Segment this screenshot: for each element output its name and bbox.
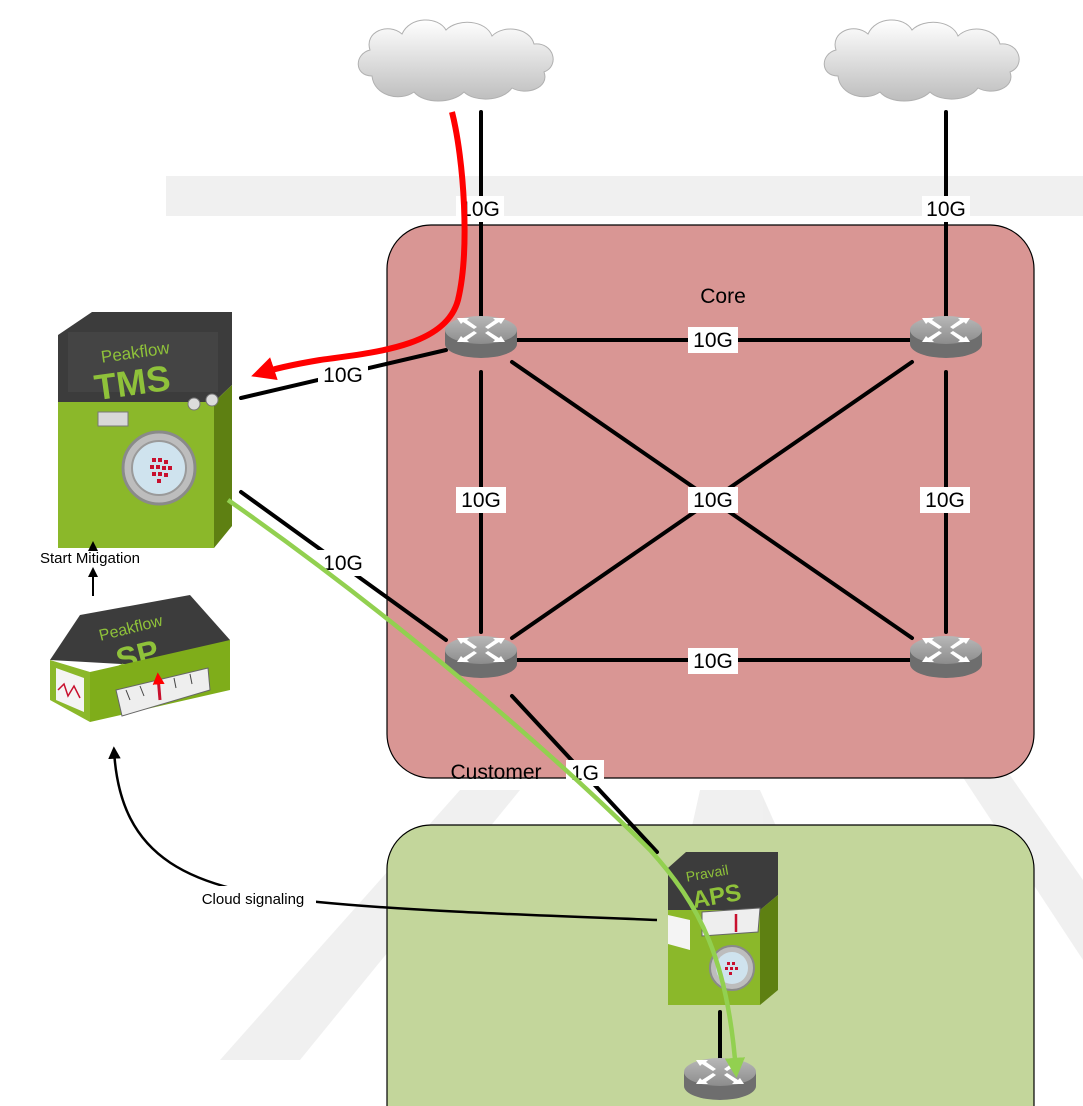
start-mitigation-label: Start Mitigation <box>40 550 140 567</box>
core-diagonal-label: 10G <box>693 489 733 512</box>
peakflow-tms-device: Peakflow TMS <box>58 312 232 548</box>
clean-traffic-path <box>226 498 746 1079</box>
core-top-label: 10G <box>693 329 733 352</box>
core-router-top-left-icon <box>445 316 517 358</box>
peakflow-sp-device: Peakflow SP <box>50 595 230 722</box>
customer-router-icon <box>684 1058 756 1100</box>
core-router-bottom-right-icon <box>910 636 982 678</box>
isp-cloud-left-icon <box>357 19 554 102</box>
core-bottom-label: 10G <box>693 650 733 673</box>
core-zone-label: Core <box>700 285 746 308</box>
core-router-top-right-icon <box>910 316 982 358</box>
cloud-signaling-label: Cloud signaling <box>202 891 305 908</box>
core-left-label: 10G <box>461 489 501 512</box>
aps-brand-label: Pravail <box>685 861 730 884</box>
isp-cloud-right-icon <box>823 19 1020 102</box>
tms-upper-label: 10G <box>323 364 363 387</box>
sp-gauge-needle-icon <box>152 672 165 701</box>
cloud-signaling-path <box>108 746 658 922</box>
customer-zone-label: Customer <box>450 761 541 784</box>
core-right-label: 10G <box>925 489 965 512</box>
isp1-uplink-label: 10G <box>460 198 500 221</box>
tms-lower-label: 10G <box>323 552 363 575</box>
isp2-uplink-label: 10G <box>926 198 966 221</box>
attack-traffic-path <box>251 111 468 381</box>
